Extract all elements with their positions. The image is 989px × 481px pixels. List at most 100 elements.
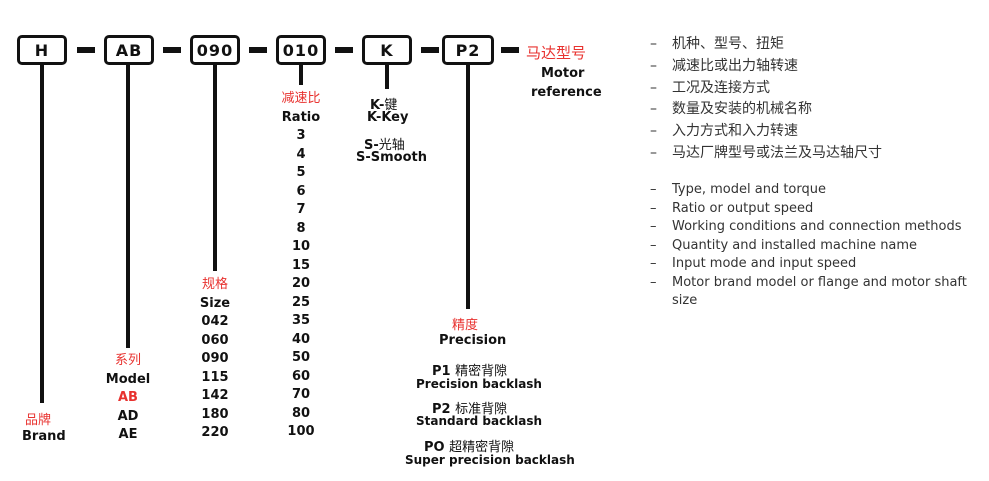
bullet-dash: – xyxy=(650,274,657,290)
note-en-item: –Ratio or output speed xyxy=(650,200,989,219)
note-cn-item: –入力方式和入力转速 xyxy=(650,121,882,143)
note-en-item: –Working conditions and connection metho… xyxy=(650,218,989,237)
bullet-dash: – xyxy=(650,200,657,216)
note-en-text: Input mode and input speed xyxy=(672,256,857,271)
size-column: 规格 Size 042 060 090 115 142 180 220 xyxy=(190,276,240,443)
precision-p2-en: Standard backlash xyxy=(416,414,543,428)
size-item: 142 xyxy=(201,388,229,403)
key-s-line: S-光轴 xyxy=(364,134,405,153)
connector-dash xyxy=(163,47,181,53)
ratio-item: 8 xyxy=(296,220,306,236)
ratio-item: 35 xyxy=(291,313,311,328)
ratio-item: 60 xyxy=(291,368,311,384)
note-en-item: –Input mode and input speed xyxy=(650,255,989,274)
model-line xyxy=(126,65,130,348)
size-item: 060 xyxy=(201,332,229,348)
bullet-dash: – xyxy=(650,101,657,118)
brand-label-en: Brand xyxy=(22,429,66,444)
note-cn-item: –机种、型号、扭矩 xyxy=(650,34,882,56)
notes-en: –Type, model and torque –Ratio or output… xyxy=(650,181,989,311)
precision-p2-line: P2 标准背隙 xyxy=(432,398,507,417)
bullet-dash: – xyxy=(650,237,657,253)
ratio-item: 15 xyxy=(291,257,311,273)
ratio-item: 3 xyxy=(296,128,306,143)
key-s-cn: 光轴 xyxy=(378,138,405,153)
ratio-label-en: Ratio xyxy=(281,109,321,125)
bullet-dash: – xyxy=(650,79,657,96)
code-box-model: AB xyxy=(104,35,154,65)
note-cn-item: –减速比或出力轴转速 xyxy=(650,56,882,78)
ratio-item: 7 xyxy=(296,202,306,217)
precision-po-en: Super precision backlash xyxy=(405,453,575,467)
precision-p2-cn: 标准背隙 xyxy=(455,402,508,417)
code-box-key: K xyxy=(362,35,412,65)
note-cn-text: 机种、型号、扭矩 xyxy=(672,36,784,52)
size-item: 180 xyxy=(201,406,229,422)
ratio-item: 6 xyxy=(296,183,306,199)
ratio-item: 100 xyxy=(287,424,315,439)
note-cn-text: 减速比或出力轴转速 xyxy=(672,57,798,74)
connector-dash xyxy=(501,47,519,53)
bullet-dash: – xyxy=(650,123,657,140)
size-item: 042 xyxy=(201,314,229,329)
note-en-text: Quantity and installed machine name xyxy=(672,237,918,253)
precision-po-line: PO 超精密背隙 xyxy=(424,436,514,455)
precision-p1-en: Precision backlash xyxy=(416,377,542,391)
key-k-cn: 键 xyxy=(384,98,398,113)
connector-dash xyxy=(249,47,267,53)
ratio-label-cn: 减速比 xyxy=(281,91,321,106)
note-cn-item: –马达厂牌型号或法兰及马达轴尺寸 xyxy=(650,143,882,165)
precision-p1-line: P1 精密背隙 xyxy=(432,360,507,379)
bullet-dash: – xyxy=(650,36,657,52)
model-label-cn: 系列 xyxy=(114,353,141,368)
bullet-dash: – xyxy=(650,57,657,74)
code-box-brand: H xyxy=(17,35,67,65)
ratio-item: 80 xyxy=(291,405,311,421)
size-label-en: Size xyxy=(199,295,231,311)
model-item: AE xyxy=(118,427,138,442)
motor-label-en1: Motor xyxy=(541,66,585,81)
model-item: AB xyxy=(118,390,138,405)
notes-cn: –机种、型号、扭矩 –减速比或出力轴转速 –工况及连接方式 –数量及安装的机械名… xyxy=(650,34,882,165)
precision-po-code: PO xyxy=(424,440,445,455)
size-label-cn: 规格 xyxy=(201,277,228,292)
note-cn-text: 工况及连接方式 xyxy=(672,79,770,96)
precision-p2-code: P2 xyxy=(432,402,451,417)
key-line xyxy=(385,65,389,89)
precision-p1-cn: 精密背隙 xyxy=(455,364,508,379)
note-en-text: Working conditions and connection method… xyxy=(672,219,962,234)
size-item: 090 xyxy=(201,351,229,366)
note-en-item: –Type, model and torque xyxy=(650,181,989,200)
ratio-item: 25 xyxy=(291,294,311,310)
model-item: AD xyxy=(117,408,139,424)
brand-label-cn: 品牌 xyxy=(25,413,52,428)
connector-dash xyxy=(421,47,439,53)
connector-dash xyxy=(77,47,95,53)
key-k-line: K-键 xyxy=(370,94,397,113)
key-k-code: K- xyxy=(370,98,385,113)
ratio-item: 5 xyxy=(296,165,306,180)
brand-line xyxy=(40,65,44,403)
ratio-column: 减速比 Ratio 3 4 5 6 7 8 10 15 20 25 35 40 … xyxy=(271,90,331,442)
bullet-dash: – xyxy=(650,219,657,234)
key-k-en: K-Key xyxy=(367,110,409,125)
size-item: 220 xyxy=(201,425,229,440)
ratio-item: 50 xyxy=(291,350,311,365)
bullet-dash: – xyxy=(650,256,657,271)
precision-po-cn: 超精密背隙 xyxy=(449,440,515,455)
motor-label-en2: reference xyxy=(531,85,602,100)
note-en-text: Type, model and torque xyxy=(672,182,826,197)
bullet-dash: – xyxy=(650,182,657,197)
ratio-item: 70 xyxy=(291,387,311,402)
key-s-code: S- xyxy=(364,138,379,153)
precision-p1-code: P1 xyxy=(432,364,451,379)
code-box-ratio: 010 xyxy=(276,35,326,65)
model-column: 系列 Model AB AD AE xyxy=(96,352,160,445)
note-en-text: Motor brand model or flange and motor sh… xyxy=(672,274,967,309)
note-en-item: –Quantity and installed machine name xyxy=(650,237,989,256)
note-cn-item: –数量及安装的机械名称 xyxy=(650,99,882,121)
note-cn-text: 马达厂牌型号或法兰及马达轴尺寸 xyxy=(672,144,882,161)
code-box-size: 090 xyxy=(190,35,240,65)
ratio-item: 10 xyxy=(291,239,311,254)
connector-dash xyxy=(335,47,353,53)
